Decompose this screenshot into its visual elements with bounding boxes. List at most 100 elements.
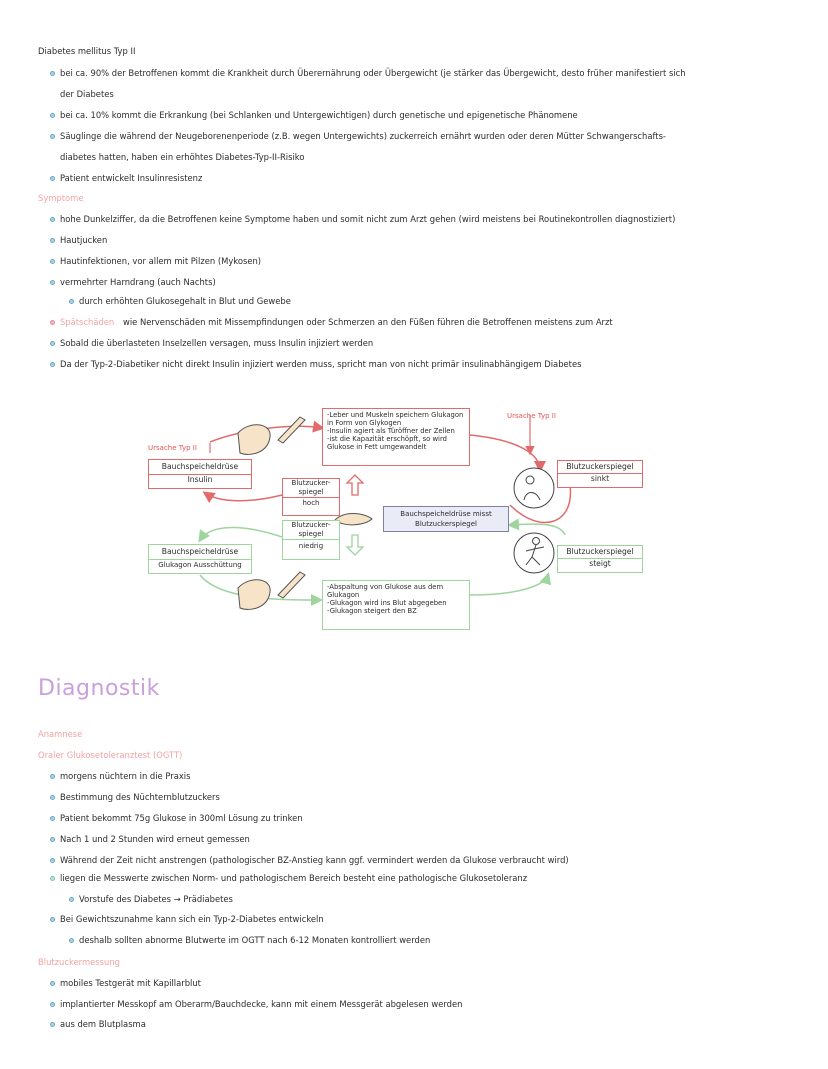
text-line: Während der Zeit nicht anstrengen (patho… — [60, 855, 569, 865]
subheading-ogtt: Oraler Glukosetoleranztest (OGTT) — [38, 750, 183, 760]
eating-person-icon — [513, 467, 555, 509]
text-line: Bei Gewichtszunahme kann sich ein Typ-2-… — [60, 914, 324, 924]
bullet-dot — [50, 774, 55, 779]
bullet-dot — [50, 238, 55, 243]
cause-right-label: Ursache Typ II — [507, 412, 556, 420]
bullet-dot — [50, 917, 55, 922]
bz-low-line1: Blutzucker- — [291, 521, 331, 529]
text-line: wie Nervenschäden mit Missempfindungen o… — [123, 317, 613, 327]
bz-right-top-title: Blutzuckerspiegel — [558, 461, 642, 474]
pancreas-glukagon-box: Bauchspeicheldrüse Glukagon Ausschüttung — [148, 544, 252, 574]
text-line: vermehrter Harndrang (auch Nachts) — [60, 277, 216, 287]
pancreas-icon — [334, 513, 373, 526]
arrow-red — [202, 491, 283, 503]
bullet-dot — [50, 280, 55, 285]
bz-high-line2: spiegel — [283, 488, 339, 498]
text-line: Patient bekommt 75g Glukose in 300ml Lös… — [60, 813, 303, 823]
bz-right-bottom-value: steigt — [589, 559, 611, 568]
pancreas-glukagon-title: Bauchspeicheldrüse — [149, 545, 251, 560]
muscle-icon — [277, 571, 306, 599]
bz-right-top-value: sinkt — [590, 474, 610, 483]
arrow-up-icon — [345, 474, 365, 496]
text-line: diabetes hatten, haben ein erhöhtes Diab… — [60, 152, 305, 162]
text-line: hohe Dunkelziffer, da die Betroffenen ke… — [60, 214, 676, 224]
bullet-dot — [69, 299, 74, 304]
bullet-dot — [50, 134, 55, 139]
text-line: Säuglinge die während der Neugeborenenpe… — [60, 131, 666, 141]
page-title-diagnostik: Diagnostik — [38, 676, 160, 701]
bz-rises-box: Blutzuckerspiegel steigt — [557, 545, 643, 573]
bullet-dot — [50, 341, 55, 346]
bullet-dot — [50, 320, 55, 325]
bz-high-line1: Blutzucker- — [291, 479, 331, 487]
text-line: Hautinfektionen, vor allem mit Pilzen (M… — [60, 256, 262, 266]
bz-low-box: Blutzucker- spiegel niedrig — [282, 520, 340, 560]
heading-diabetes-typ2: Diabetes mellitus Typ II — [38, 46, 136, 56]
diagram-arrows — [198, 415, 572, 610]
running-person-icon — [513, 532, 555, 574]
bullet-dot — [50, 816, 55, 821]
bullet-dot — [50, 795, 55, 800]
text-line: Hautjucken — [60, 235, 108, 245]
text-line: liegen die Messwerte zwischen Norm- und … — [60, 873, 528, 883]
text-line: Da der Typ-2-Diabetiker nicht direkt Ins… — [60, 359, 582, 369]
text-line: morgens nüchtern in die Praxis — [60, 771, 191, 781]
bullet-dot — [50, 981, 55, 986]
pancreas-glukagon-sub: Glukagon Ausschüttung — [158, 561, 242, 569]
bullet-dot — [50, 1002, 55, 1007]
arrow-down-icon — [345, 534, 365, 556]
text-line: bei ca. 10% kommt die Erkrankung (bei Sc… — [60, 110, 578, 120]
text-line: Patient entwickelt Insulinresistenz — [60, 173, 203, 183]
bullet-dot — [69, 897, 74, 902]
liver-icon — [237, 579, 271, 610]
bz-high-box: Blutzucker- spiegel hoch — [282, 478, 340, 516]
bz-low-line2: spiegel — [283, 530, 339, 540]
center-line2: Blutzuckerspiegel — [415, 520, 477, 528]
liver-icon — [237, 424, 271, 455]
text-line: der Diabetes — [60, 89, 114, 99]
bullet-dot — [50, 1022, 55, 1027]
bz-high-value: hoch — [302, 499, 320, 507]
bullet-dot — [50, 259, 55, 264]
muscle-icon — [277, 416, 306, 444]
text-line: Vorstufe des Diabetes → Prädiabetes — [79, 894, 233, 904]
text-line: Nach 1 und 2 Stunden wird erneut gemesse… — [60, 834, 250, 844]
arrow-green — [198, 526, 283, 543]
text-line: deshalb sollten abnorme Blutwerte im OGT… — [79, 935, 431, 945]
text-spaetschaeden: Spätschäden — [60, 317, 115, 327]
bullet-dot — [50, 837, 55, 842]
pancreas-insulin-box: Bauchspeicheldrüse Insulin — [148, 459, 252, 489]
pancreas-insulin-sub: Insulin — [187, 475, 213, 484]
text-line: durch erhöhten Glukosegehalt in Blut und… — [79, 296, 291, 306]
text-line: implantierter Messkopf am Oberarm/Bauchd… — [60, 999, 463, 1009]
bz-sinks-box: Blutzuckerspiegel sinkt — [557, 460, 643, 488]
arrow-green — [469, 572, 552, 596]
arrow-green — [507, 518, 566, 536]
bz-low-value: niedrig — [298, 542, 324, 550]
glukagon-release-box: -Abspaltung von Glukose aus dem Glukagon… — [322, 580, 470, 630]
subheading-blutzuckermessung: Blutzuckermessung — [38, 957, 120, 967]
bullet-dot — [50, 858, 55, 863]
bullet-dot — [50, 362, 55, 367]
text-line: aus dem Blutplasma — [60, 1019, 146, 1029]
text-line: Sobald die überlasteten Inselzellen vers… — [60, 338, 374, 348]
pancreas-measures-box: Bauchspeicheldrüse misst Blutzuckerspieg… — [383, 506, 509, 532]
arrow-red — [509, 484, 572, 524]
bullet-dot — [50, 217, 55, 222]
bullet-dot — [50, 113, 55, 118]
pancreas-insulin-title: Bauchspeicheldrüse — [149, 460, 251, 475]
bullet-dot — [50, 176, 55, 181]
text-line: bei ca. 90% der Betroffenen kommt die Kr… — [60, 68, 686, 78]
subheading-anamnese: Anamnese — [38, 729, 83, 739]
arrow-red — [469, 434, 546, 473]
cause-left-label: Ursache Typ II — [148, 444, 197, 452]
bz-right-bottom-title: Blutzuckerspiegel — [558, 546, 642, 559]
bullet-dot — [69, 938, 74, 943]
heading-symptome: Symptome — [38, 193, 84, 203]
bullet-dot — [50, 71, 55, 76]
text-line: Bestimmung des Nüchternblutzuckers — [60, 792, 220, 802]
bullet-dot — [50, 876, 55, 881]
text-line: mobiles Testgerät mit Kapillarblut — [60, 978, 201, 988]
center-line1: Bauchspeicheldrüse misst — [400, 510, 492, 518]
liver-storage-box: -Leber und Muskeln speichern Glukagon in… — [322, 408, 470, 466]
